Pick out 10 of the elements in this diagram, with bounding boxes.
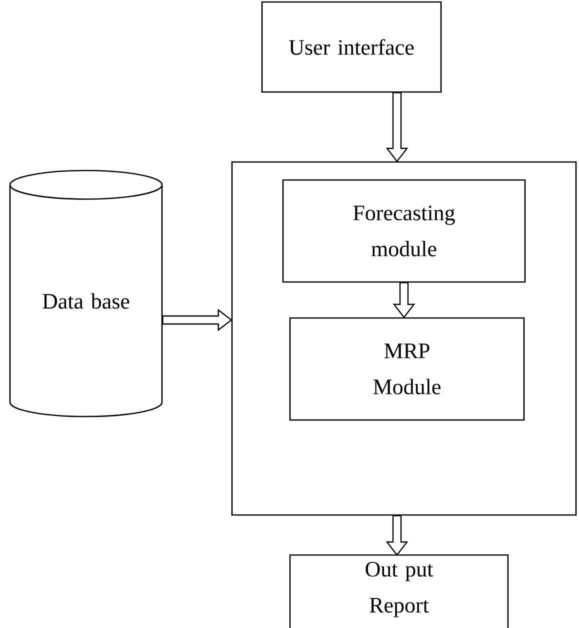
- arrow: [386, 515, 408, 556]
- process-box: Forecasting module: [282, 179, 526, 283]
- arrow: [386, 92, 408, 162]
- arrow: [162, 308, 232, 332]
- database-cylinder: Data base: [9, 170, 163, 418]
- process-box: Out put Report: [289, 554, 509, 628]
- process-box: [231, 161, 577, 516]
- process-box: User interface: [261, 1, 442, 93]
- process-box: MRP Module: [289, 317, 525, 421]
- arrow: [392, 282, 416, 318]
